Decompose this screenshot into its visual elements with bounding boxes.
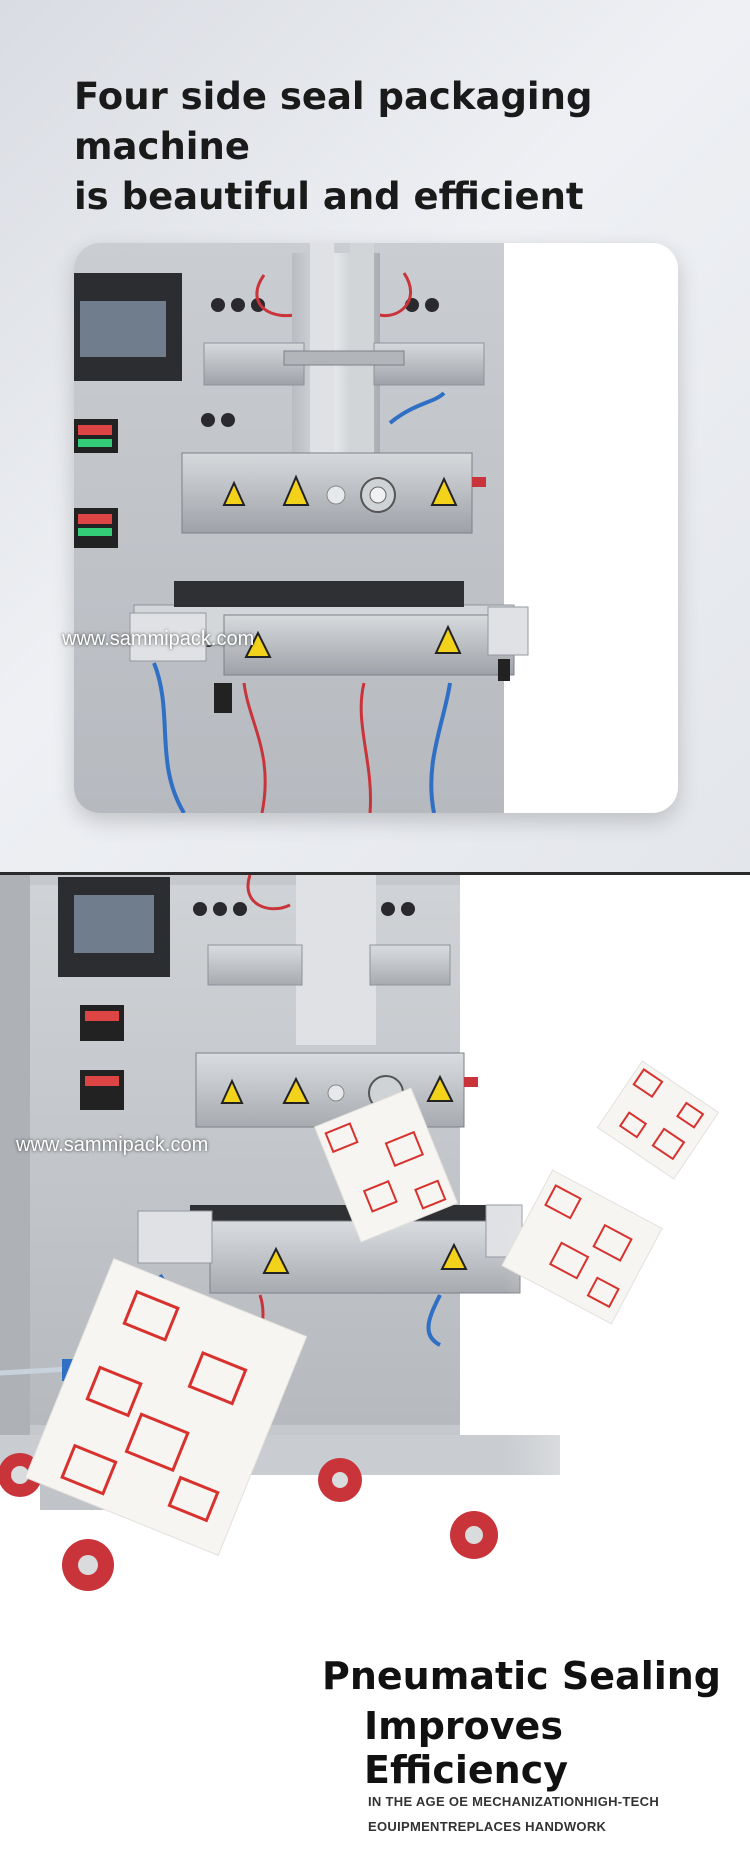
feature-subtext-line-1: IN THE AGE OE MECHANIZATIONHIGH-TECH [368,1794,660,1809]
feature-headline-line-1: Pneumatic Sealing [322,1654,721,1698]
title-line-1: Four side seal packaging machine [74,75,593,168]
sachet-packet-1 [596,1060,720,1180]
sachet-packet-2 [313,1087,459,1243]
sachet-packet-4 [24,1257,308,1557]
feature-section [0,875,750,1874]
watermark-text: www.sammipack.com [62,628,255,650]
watermark-text-2: www.sammipack.com [16,1134,209,1156]
machine-packets-photo [0,875,750,1874]
page-title: Four side seal packaging machine is beau… [74,72,750,222]
section-divider [0,872,750,875]
feature-headline-line-2: Improves Efficiency [364,1704,569,1792]
feature-subtext-line-2: EOUIPMENTREPLACES HANDWORK [368,1819,607,1834]
title-line-2: is beautiful and efficient [74,175,584,218]
machine-closeup-photo [74,243,678,813]
hero-section: Four side seal packaging machine is beau… [0,0,750,872]
sachet-packet-3 [501,1169,663,1325]
